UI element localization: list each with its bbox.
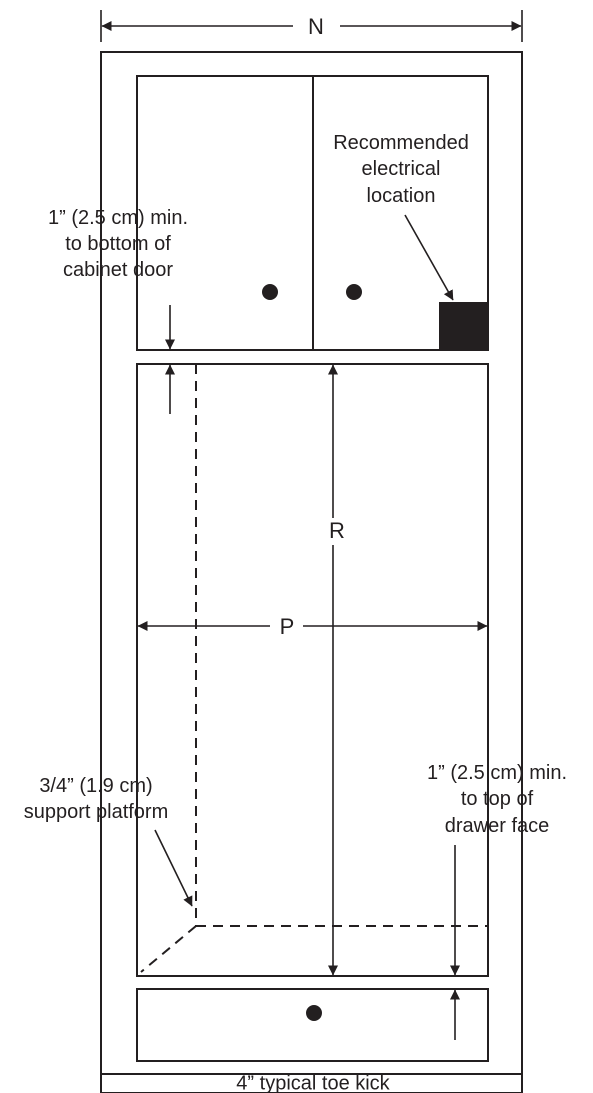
width-label-n: N (308, 14, 324, 39)
opening-height-label-r: R (329, 518, 345, 543)
right-door-knob (346, 284, 362, 300)
platform-leader-arrow (154, 829, 193, 907)
drawer-clearance-line-2: to top of (461, 788, 534, 810)
platform-label-line-2: support platform (24, 801, 169, 823)
door-clearance-line-1: 1” (2.5 cm) min. (48, 207, 188, 229)
door-clearance-line-3: cabinet door (63, 259, 173, 281)
support-platform-label: 3/4” (1.9 cm) support platform (24, 775, 169, 823)
cabinet-outer-frame (100, 51, 523, 1093)
door-clearance-label: 1” (2.5 cm) min. to bottom of cabinet do… (48, 207, 188, 281)
drawer-clearance-line-3: drawer face (445, 815, 550, 837)
door-clearance-line-2: to bottom of (65, 233, 171, 255)
drawer-face (136, 988, 489, 1062)
appliance-opening (136, 363, 489, 977)
drawer-clearance-label: 1” (2.5 cm) min. to top of drawer face (427, 762, 567, 837)
electrical-label-line-3: location (367, 185, 436, 207)
platform-side-edge (140, 925, 197, 973)
electrical-label-line-1: Recommended (333, 132, 469, 154)
platform-label-line-1: 3/4” (1.9 cm) (39, 775, 152, 797)
electrical-location-label: Recommended electrical location (333, 132, 469, 207)
toe-kick-label: 4” typical toe kick (236, 1072, 390, 1093)
toe-kick (100, 1073, 523, 1093)
electrical-box (439, 302, 488, 350)
opening-width-label-p: P (280, 614, 295, 639)
left-door-knob (262, 284, 278, 300)
drawer-clearance-line-1: 1” (2.5 cm) min. (427, 762, 567, 784)
drawer-knob (306, 1005, 322, 1021)
electrical-label-line-2: electrical (362, 158, 441, 180)
electrical-leader-arrow (404, 214, 454, 301)
